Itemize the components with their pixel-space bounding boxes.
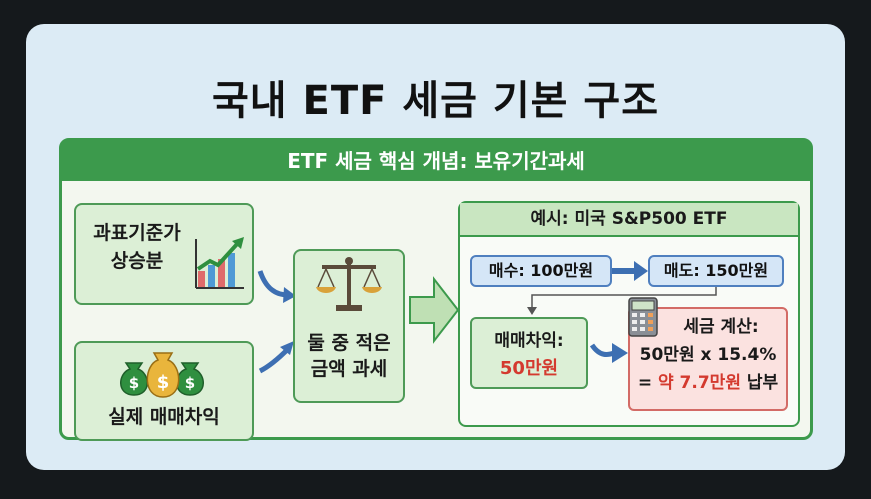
- tax-calc-line3: = 약 7.7만원 납부: [630, 371, 786, 395]
- gain-label: 매매차익:: [494, 331, 564, 351]
- example-panel: 예시: 미국 S&P500 ETF 매수: 100만원 매도: 150만원 매매…: [458, 201, 800, 427]
- price-rise-box: 과표기준가 상승분: [74, 203, 254, 305]
- price-rise-line2: 상승분: [110, 250, 164, 272]
- arrow-top-icon: [257, 270, 296, 303]
- example-header: 예시: 미국 S&P500 ETF: [460, 203, 798, 237]
- tax-amount: 약 7.7만원: [658, 373, 741, 393]
- svg-text:$: $: [185, 374, 195, 392]
- arrow-gain-tax-icon: [589, 343, 628, 363]
- connector-line-icon: [527, 287, 717, 315]
- lesser-amount-line1: 둘 중 적은: [307, 332, 391, 354]
- page-title: 국내 ETF 세금 기본 구조: [211, 78, 660, 124]
- actual-gain-box: $ $ $ 실제 매매차익: [74, 341, 254, 441]
- money-bags-icon: $ $ $: [120, 352, 204, 398]
- sell-box: 매도: 150만원: [648, 255, 784, 287]
- buy-box: 매수: 100만원: [470, 255, 612, 287]
- tax-calc-line1: 세금 계산:: [683, 317, 759, 337]
- actual-gain-label: 실제 매매차익: [108, 406, 220, 428]
- infographic-card: 국내 ETF 세금 기본 구조 ETF 세금 핵심 개념: 보유기간과세 과표기…: [26, 24, 845, 470]
- tax-calc-suffix: 납부: [740, 373, 779, 393]
- gain-box: 매매차익: 50만원: [470, 317, 588, 389]
- lesser-amount-box: 둘 중 적은 금액 과세: [293, 249, 405, 403]
- gain-value: 50만원: [499, 358, 559, 379]
- svg-text:$: $: [129, 374, 139, 392]
- chart-growth-icon: [195, 237, 244, 289]
- tax-calc-box: 세금 계산: 50만원 x 15.4% = 약 7.7만원 납부: [628, 297, 788, 411]
- main-header: ETF 세금 핵심 개념: 보유기간과세: [62, 141, 810, 181]
- calculator-icon: [628, 297, 658, 337]
- arrow-bottom-icon: [258, 341, 294, 374]
- price-rise-line1: 과표기준가: [93, 222, 181, 244]
- big-arrow-icon: [409, 276, 460, 344]
- lesser-amount-line2: 금액 과세: [310, 358, 388, 380]
- tax-calc-prefix: =: [637, 373, 658, 393]
- svg-text:$: $: [157, 372, 170, 393]
- scale-icon: [316, 257, 382, 311]
- main-panel: ETF 세금 핵심 개념: 보유기간과세 과표기준가 상승분 $: [59, 138, 813, 441]
- tax-calc-line2: 50만원 x 15.4%: [639, 345, 777, 365]
- arrow-buy-sell-icon: [612, 261, 648, 281]
